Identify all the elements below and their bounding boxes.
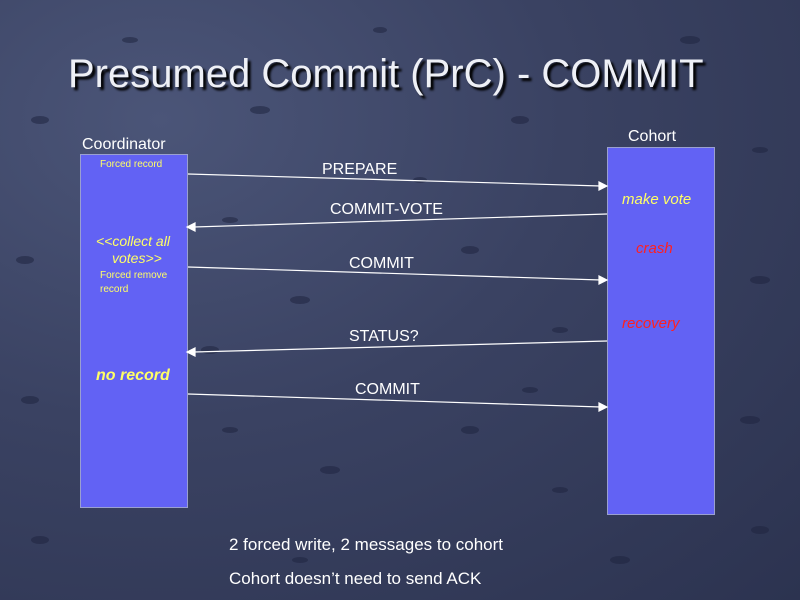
coordinator-forced-remove-line1: Forced remove bbox=[100, 270, 168, 281]
msg-commit-2-label: COMMIT bbox=[355, 381, 420, 398]
arrow-prepare bbox=[187, 173, 602, 187]
coordinator-box bbox=[80, 154, 188, 508]
slide-title: Presumed Commit (PrC) - COMMIT bbox=[68, 52, 704, 96]
arrow-commit-2 bbox=[187, 393, 602, 408]
coordinator-forced-record: Forced record bbox=[100, 159, 163, 170]
coordinator-no-record: no record bbox=[96, 367, 170, 384]
arrow-status bbox=[193, 340, 608, 353]
msg-status-label: STATUS? bbox=[349, 328, 419, 345]
msg-commit-1-label: COMMIT bbox=[349, 255, 414, 272]
coordinator-collect-line2: votes>> bbox=[112, 250, 162, 266]
arrowhead-status bbox=[185, 347, 196, 357]
cohort-make-vote: make vote bbox=[622, 191, 692, 208]
note-no-ack: Cohort doesn’t need to send ACK bbox=[229, 569, 482, 588]
coordinator-collect-line1: <<collect all bbox=[96, 233, 170, 249]
cohort-label: Cohort bbox=[628, 128, 677, 145]
arrowhead-commit-1 bbox=[598, 275, 609, 285]
arrow-commit-1 bbox=[187, 266, 602, 281]
arrowhead-commit-2 bbox=[598, 402, 609, 412]
msg-prepare-label: PREPARE bbox=[322, 161, 398, 178]
cohort-recovery: recovery bbox=[622, 315, 680, 332]
coordinator-label: Coordinator bbox=[82, 136, 166, 153]
arrowhead-commit-vote bbox=[185, 222, 196, 232]
note-forced-writes: 2 forced write, 2 messages to cohort bbox=[229, 535, 504, 554]
cohort-crash: crash bbox=[636, 240, 673, 257]
coordinator-forced-remove-line2: record bbox=[100, 284, 129, 295]
arrow-commit-vote bbox=[193, 213, 608, 228]
msg-commit-vote-label: COMMIT-VOTE bbox=[330, 201, 443, 218]
cohort-box bbox=[607, 147, 715, 515]
arrowhead-prepare bbox=[598, 181, 609, 191]
